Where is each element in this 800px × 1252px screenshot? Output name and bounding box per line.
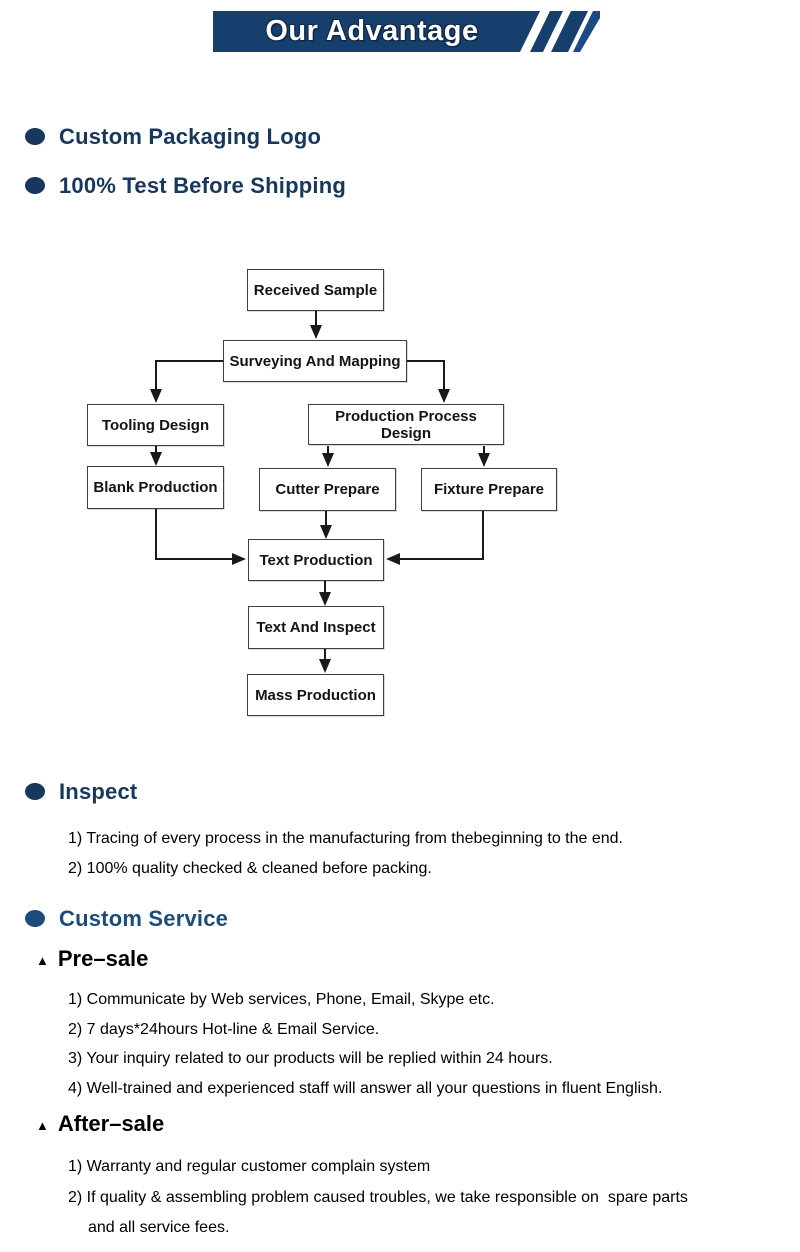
inspect-heading-label: Inspect — [59, 779, 138, 804]
flowchart-node-tooling-design: Tooling Design — [87, 404, 224, 446]
list-item: 1) Communicate by Web services, Phone, E… — [68, 991, 495, 1008]
pre-sale-list: 1) Communicate by Web services, Phone, E… — [68, 985, 662, 1103]
flowchart-node-mass-production: Mass Production — [247, 674, 384, 716]
advantage-item: 100% Test Before Shipping — [25, 173, 346, 199]
list-item: 2) 7 days*24hours Hot-line & Email Servi… — [68, 1020, 380, 1038]
advantage-label: Custom Packaging Logo — [59, 124, 322, 149]
flowchart-node-surveying-and-mapping: Surveying And Mapping — [223, 340, 407, 382]
bullet-circle-icon — [25, 783, 45, 800]
custom-service-heading-label: Custom Service — [59, 906, 229, 931]
banner-background — [213, 11, 543, 52]
bullet-circle-icon — [25, 910, 45, 927]
flowchart-node-text-production: Text Production — [248, 539, 384, 581]
list-item: 1) Warranty and regular customer complai… — [68, 1158, 431, 1175]
flowchart-node-production-process-design: Production Process Design — [308, 404, 504, 445]
bullet-circle-icon — [25, 128, 45, 145]
flowchart-node-received-sample: Received Sample — [247, 269, 384, 311]
list-item: 4) Well-trained and experienced staff wi… — [68, 1079, 663, 1097]
flowchart-node-fixture-prepare: Fixture Prepare — [421, 468, 557, 511]
triangle-bullet-icon: ▲ — [36, 953, 49, 968]
bullet-circle-icon — [25, 177, 45, 194]
triangle-bullet-icon: ▲ — [36, 1118, 49, 1133]
advantage-item: Custom Packaging Logo — [25, 124, 321, 150]
after-sale-heading-label: After–sale — [57, 1111, 165, 1136]
inspect-list: 1) Tracing of every process in the manuf… — [68, 824, 623, 883]
after-sale-list: 1) Warranty and regular customer complai… — [68, 1152, 716, 1244]
after-sale-heading: ▲ After–sale — [36, 1111, 164, 1137]
custom-service-section-heading: Custom Service — [25, 906, 228, 932]
pre-sale-heading: ▲ Pre–sale — [36, 946, 148, 972]
inspect-section-heading: Inspect — [25, 779, 137, 805]
flowchart-node-text-and-inspect: Text And Inspect — [248, 606, 384, 649]
list-item: 2) If quality & assembling problem cause… — [68, 1188, 697, 1237]
banner-title: Our Advantage — [265, 15, 479, 47]
list-item: 1) Tracing of every process in the manuf… — [68, 830, 623, 847]
pre-sale-heading-label: Pre–sale — [57, 946, 149, 971]
list-item: 3) Your inquiry related to our products … — [68, 1050, 553, 1067]
flowchart-node-blank-production: Blank Production — [87, 466, 224, 509]
list-item: 2) 100% quality checked & cleaned before… — [68, 859, 432, 877]
advantage-label: 100% Test Before Shipping — [59, 173, 346, 198]
flowchart-node-cutter-prepare: Cutter Prepare — [259, 468, 396, 511]
banner-stripes-decoration — [505, 11, 600, 52]
flowchart-arrows — [150, 311, 490, 673]
